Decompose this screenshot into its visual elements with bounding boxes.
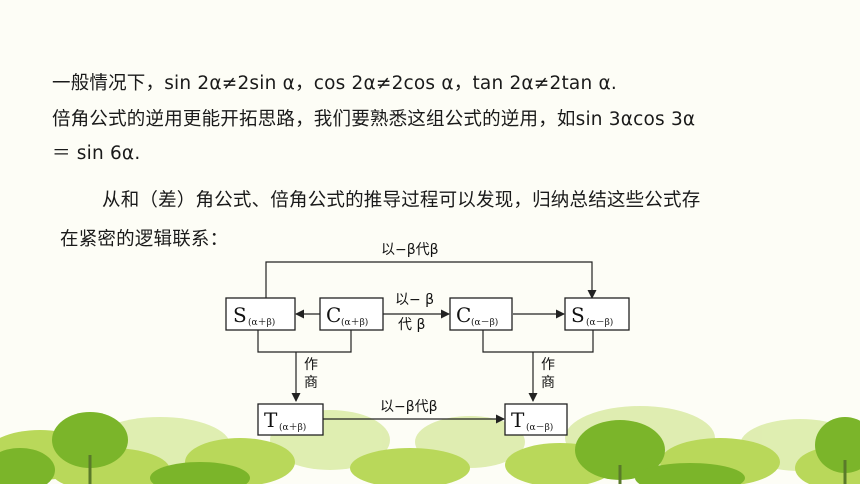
right-bracket bbox=[482, 330, 594, 353]
box-s-plus-sub: (α＋β) bbox=[248, 317, 275, 328]
top-arrow-label: 以−β代β bbox=[381, 242, 439, 258]
box-s-plus: S (α＋β) bbox=[225, 297, 296, 331]
box-c-minus-main: C bbox=[456, 303, 471, 327]
text-line-2: 倍角公式的逆用更能开拓思路，我们要熟悉这组公式的逆用，如sin 3αcos 3α bbox=[52, 109, 696, 130]
box-t-minus-main: T bbox=[511, 408, 525, 432]
text-line-4: 从和（差）角公式、倍角公式的推导过程可以发现，归纳总结这些公式存 bbox=[102, 190, 701, 211]
mid-arrow-label-bottom: 代 β bbox=[398, 317, 425, 333]
box-t-minus-sub: (α－β) bbox=[526, 422, 553, 433]
box-s-plus-main: S bbox=[233, 303, 247, 327]
box-t-plus-sub: (α＋β) bbox=[279, 422, 306, 433]
box-s-minus: S (α－β) bbox=[564, 297, 630, 331]
box-t-plus: T (α＋β) bbox=[257, 403, 324, 436]
mid-arrow-label-top: 以− β bbox=[395, 292, 434, 308]
box-t-minus: T (α－β) bbox=[504, 403, 568, 436]
box-c-plus: C (α＋β) bbox=[319, 297, 384, 331]
text-line-3: ＝ sin 6α. bbox=[52, 143, 141, 164]
box-c-plus-main: C bbox=[326, 303, 341, 327]
box-s-minus-main: S bbox=[571, 303, 585, 327]
right-down-label-2: 商 bbox=[541, 375, 555, 391]
box-s-minus-sub: (α－β) bbox=[586, 317, 613, 328]
box-t-plus-main: T bbox=[264, 408, 278, 432]
bottom-arrow-label: 以−β代β bbox=[380, 399, 438, 415]
left-down-label-1: 作 bbox=[304, 357, 318, 373]
box-c-plus-sub: (α＋β) bbox=[341, 317, 368, 328]
right-down-label-1: 作 bbox=[541, 357, 555, 373]
box-c-minus: C (α－β) bbox=[449, 297, 513, 331]
text-line-1: 一般情况下，sin 2α≠2sin α，cos 2α≠2cos α，tan 2α… bbox=[52, 73, 617, 94]
text-line-5: 在紧密的逻辑联系： bbox=[60, 229, 229, 250]
left-down-label-2: 商 bbox=[304, 375, 318, 391]
top-connector bbox=[261, 261, 597, 306]
left-bracket bbox=[257, 330, 352, 353]
box-c-minus-sub: (α－β) bbox=[471, 317, 498, 328]
